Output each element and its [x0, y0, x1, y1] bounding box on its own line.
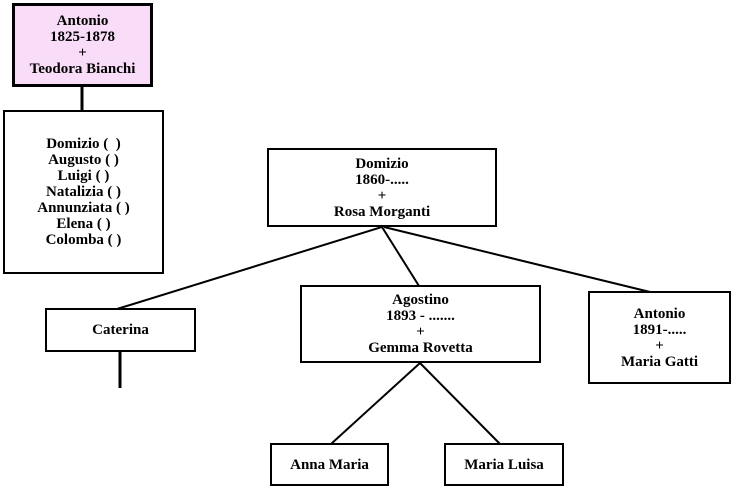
- edge-domizio-rosa-to-antonio: [383, 226, 651, 293]
- node-antonio-teodora: Antonio 1825-1878 + Teodora Bianchi: [12, 3, 153, 87]
- person-name: Caterina: [92, 322, 149, 338]
- edge-domizio-rosa-to-agostino: [381, 226, 420, 287]
- node-anna-maria: Anna Maria: [270, 443, 389, 486]
- child-name: Luigi ( ): [57, 168, 110, 184]
- child-name: Domizio ( ): [46, 136, 121, 152]
- person-dates: 1891-.....: [632, 321, 687, 338]
- plus-sign: +: [377, 187, 387, 204]
- spouse-name: Maria Gatti: [620, 353, 699, 370]
- person-dates: 1860-.....: [355, 171, 409, 188]
- person-dates: 1893 - .......: [386, 308, 455, 324]
- person-name: Maria Luisa: [464, 456, 544, 473]
- plus-sign: +: [655, 337, 664, 354]
- node-domizio-rosa: Domizio 1860-..... + Rosa Morganti: [267, 148, 497, 227]
- person-dates: 1825-1878: [50, 29, 115, 45]
- node-antonio-maria: Antonio 1891-..... + Maria Gatti: [588, 291, 731, 384]
- plus-sign: +: [416, 324, 425, 340]
- plus-sign: +: [78, 45, 87, 61]
- node-maria-luisa: Maria Luisa: [444, 443, 564, 486]
- child-name: Annunziata ( ): [37, 200, 130, 216]
- person-name: Domizio: [355, 155, 409, 172]
- edge-agostino-to-maria-luisa: [419, 362, 501, 445]
- node-agostino-gemma: Agostino 1893 - ....... + Gemma Rovetta: [300, 285, 541, 363]
- person-name: Anna Maria: [290, 456, 369, 473]
- child-name: Natalizia ( ): [46, 184, 121, 200]
- person-name: Antonio: [633, 305, 686, 322]
- node-caterina: Caterina: [45, 308, 196, 352]
- edge-domizio-rosa-to-caterina: [116, 226, 383, 310]
- child-name: Augusto ( ): [48, 152, 119, 168]
- edge-agostino-to-anna-maria: [330, 362, 421, 445]
- spouse-name: Teodora Bianchi: [29, 61, 136, 77]
- person-name: Agostino: [392, 292, 449, 308]
- spouse-name: Gemma Rovetta: [368, 340, 473, 356]
- child-name: Colomba ( ): [45, 232, 122, 248]
- person-name: Antonio: [56, 13, 109, 29]
- child-name: Elena ( ): [56, 216, 111, 232]
- node-children-list: Domizio ( ) Augusto ( ) Luigi ( ) Natali…: [3, 110, 164, 274]
- spouse-name: Rosa Morganti: [333, 203, 431, 220]
